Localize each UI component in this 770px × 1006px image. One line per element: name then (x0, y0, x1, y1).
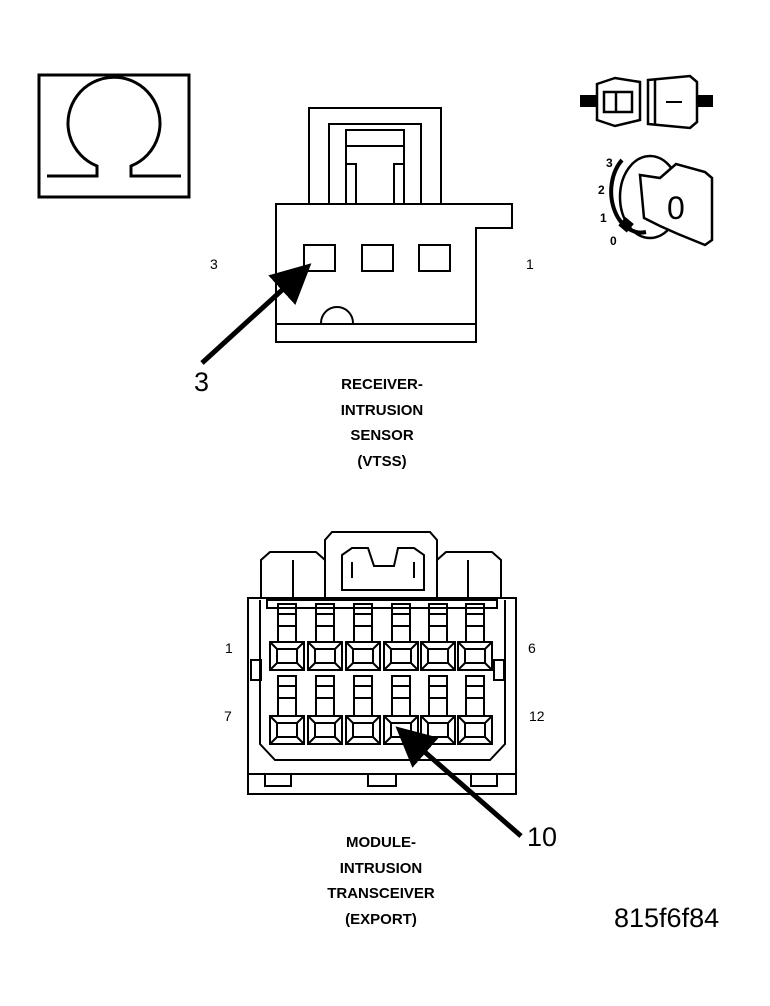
ignition-key-label: 0 (667, 190, 685, 226)
connector-disconnected-icon (580, 74, 713, 130)
terminal-cavity (383, 675, 419, 745)
sensor-pin-label-left: 3 (210, 256, 218, 272)
module-pin-label-1: 1 (225, 640, 233, 656)
module-connector-title: MODULE- INTRUSION TRANSCEIVER (EXPORT) (291, 830, 471, 932)
terminal-cavity (457, 603, 493, 671)
sensor-connector-drawing (275, 107, 513, 343)
figure-code: 815f6f84 (614, 903, 720, 933)
module-title-line: MODULE- (346, 834, 416, 851)
terminal-cavity (307, 603, 343, 671)
module-callout-number: 10 (527, 822, 558, 852)
module-title-line: INTRUSION (339, 859, 423, 877)
sensor-title-line: (VTSS) (357, 452, 407, 470)
sensor-title-line: INTRUSION (340, 401, 424, 419)
terminal-cavity (345, 675, 381, 745)
terminal-cavity (307, 675, 343, 745)
sensor-callout-number: 3 (194, 367, 210, 397)
terminal-cavity (420, 603, 456, 671)
ignition-position-2: 2 (598, 183, 605, 197)
sensor-pin-label-right: 1 (526, 256, 534, 272)
sensor-connector-title: RECEIVER- INTRUSION SENSOR (VTSS) (292, 372, 472, 474)
ignition-key-off-icon (609, 154, 714, 247)
module-connector-drawing (247, 531, 517, 795)
module-callout-arrow (395, 726, 523, 838)
ignition-position-3: 3 (606, 156, 613, 170)
sensor-title-line: RECEIVER- (341, 376, 423, 393)
ignition-position-0: 0 (610, 234, 617, 248)
module-pin-label-12: 12 (529, 708, 545, 724)
terminal-cavity (269, 603, 305, 671)
ohm-meter-icon (37, 73, 191, 199)
sensor-callout-arrow (200, 263, 312, 365)
terminal-cavity (345, 603, 381, 671)
ignition-position-1: 1 (600, 211, 607, 225)
module-title-line: (EXPORT) (345, 910, 417, 928)
terminal-cavity (457, 675, 493, 745)
module-pin-label-7: 7 (224, 708, 232, 724)
terminal-cavity (383, 603, 419, 671)
terminal-cavity (269, 675, 305, 745)
sensor-title-line: SENSOR (350, 427, 414, 444)
module-title-line: TRANSCEIVER (327, 885, 435, 902)
module-pin-label-6: 6 (528, 640, 536, 656)
module-connector-cavities (269, 603, 493, 745)
terminal-cavity (420, 675, 456, 745)
